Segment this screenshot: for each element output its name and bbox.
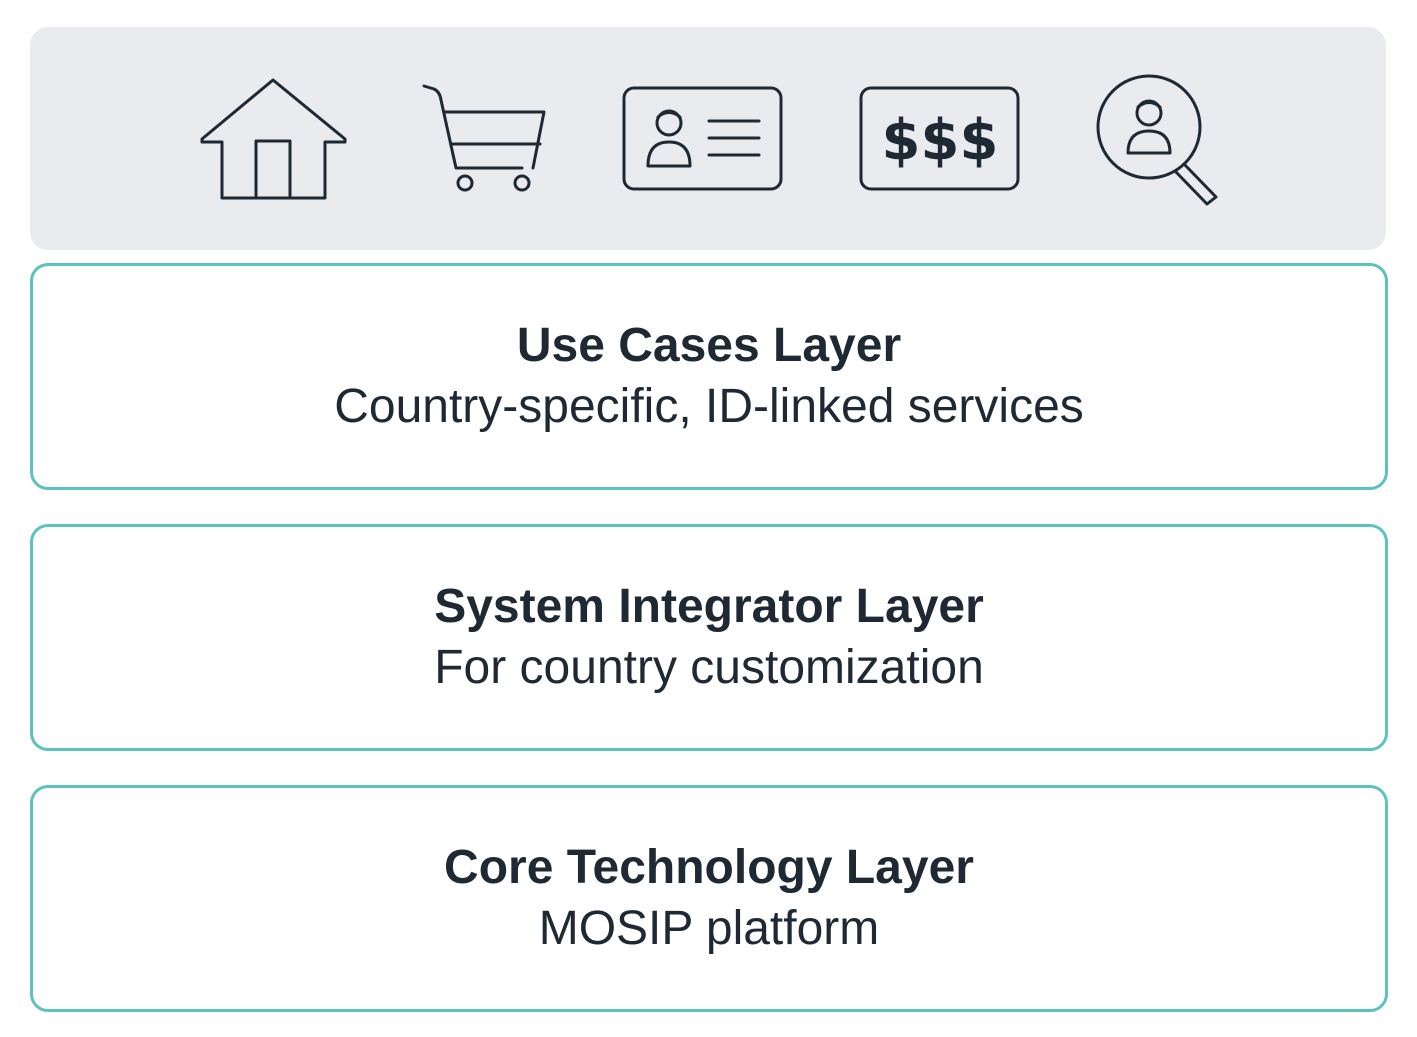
icon-band: $$$ [30, 27, 1386, 250]
layer-subtitle: Country-specific, ID-linked services [334, 379, 1084, 433]
svg-text:$$$: $$$ [882, 108, 999, 173]
layer-title: System Integrator Layer [434, 579, 984, 633]
shopping-cart-icon [422, 84, 552, 194]
core-technology-layer: Core Technology Layer MOSIP platform [30, 785, 1388, 1012]
layer-title: Use Cases Layer [516, 318, 902, 372]
system-integrator-layer: System Integrator Layer For country cust… [30, 524, 1388, 751]
person-search-icon [1096, 73, 1221, 208]
id-card-icon [622, 86, 784, 192]
layer-title: Core Technology Layer [444, 840, 974, 894]
house-icon [200, 77, 350, 202]
use-cases-layer: Use Cases Layer Country-specific, ID-lin… [30, 263, 1388, 490]
layer-subtitle: MOSIP platform [538, 901, 880, 955]
layer-subtitle: For country customization [434, 640, 984, 694]
money-icon: $$$ [859, 86, 1021, 192]
